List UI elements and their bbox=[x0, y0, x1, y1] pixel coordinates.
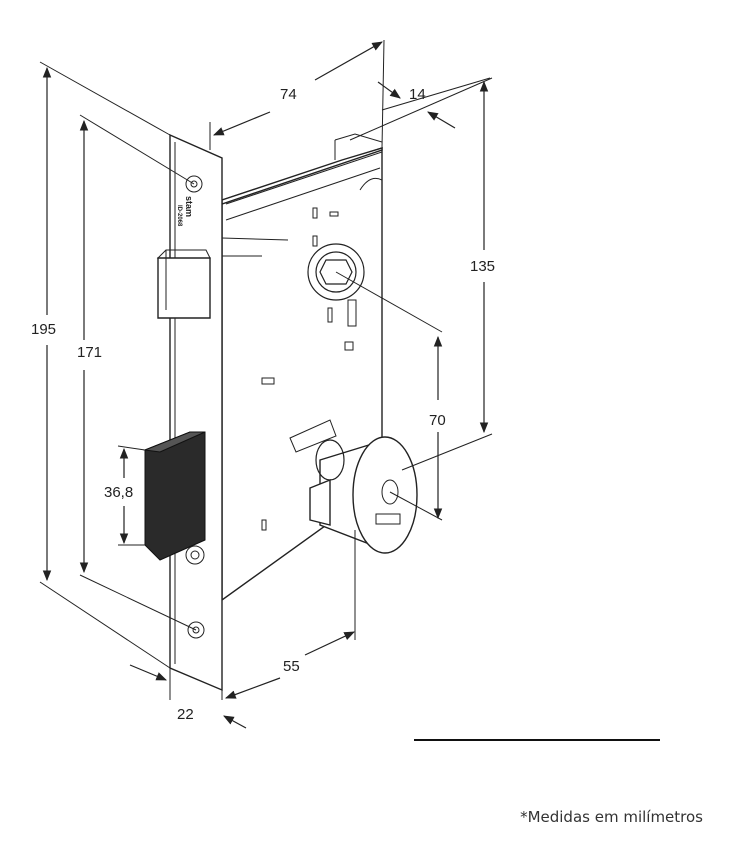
internal-details bbox=[261, 177, 383, 531]
screw-bottom bbox=[187, 621, 205, 639]
dimension-70 bbox=[335, 271, 443, 521]
dimension-195 bbox=[39, 61, 171, 669]
spindle-hub bbox=[307, 243, 365, 301]
label-135: 135 bbox=[470, 258, 495, 275]
dimension-74 bbox=[209, 39, 385, 150]
dimension-14 bbox=[377, 77, 491, 129]
label-171: 171 bbox=[77, 344, 102, 361]
dimension-36-8 bbox=[117, 445, 146, 546]
dimension-22 bbox=[129, 664, 247, 729]
dimension-171 bbox=[79, 114, 197, 631]
label-55: 55 bbox=[283, 658, 300, 675]
label-22: 22 bbox=[177, 706, 194, 723]
label-195: 195 bbox=[31, 321, 56, 338]
lower-bolt bbox=[143, 431, 206, 561]
screw-lower bbox=[185, 545, 205, 565]
logo-text: stam bbox=[184, 196, 194, 217]
label-36-8: 36,8 bbox=[104, 484, 133, 501]
label-14: 14 bbox=[409, 86, 426, 103]
label-74: 74 bbox=[280, 86, 297, 103]
footnote: *Medidas em milímetros bbox=[520, 808, 703, 826]
logo-subtext: ID-2068 bbox=[176, 205, 182, 227]
dimension-55 bbox=[221, 530, 356, 700]
cylinder bbox=[309, 436, 418, 554]
logo: stam ID-2068 bbox=[176, 175, 203, 227]
upper-latch bbox=[156, 237, 289, 319]
label-70: 70 bbox=[429, 412, 446, 429]
dimension-135 bbox=[349, 77, 493, 471]
